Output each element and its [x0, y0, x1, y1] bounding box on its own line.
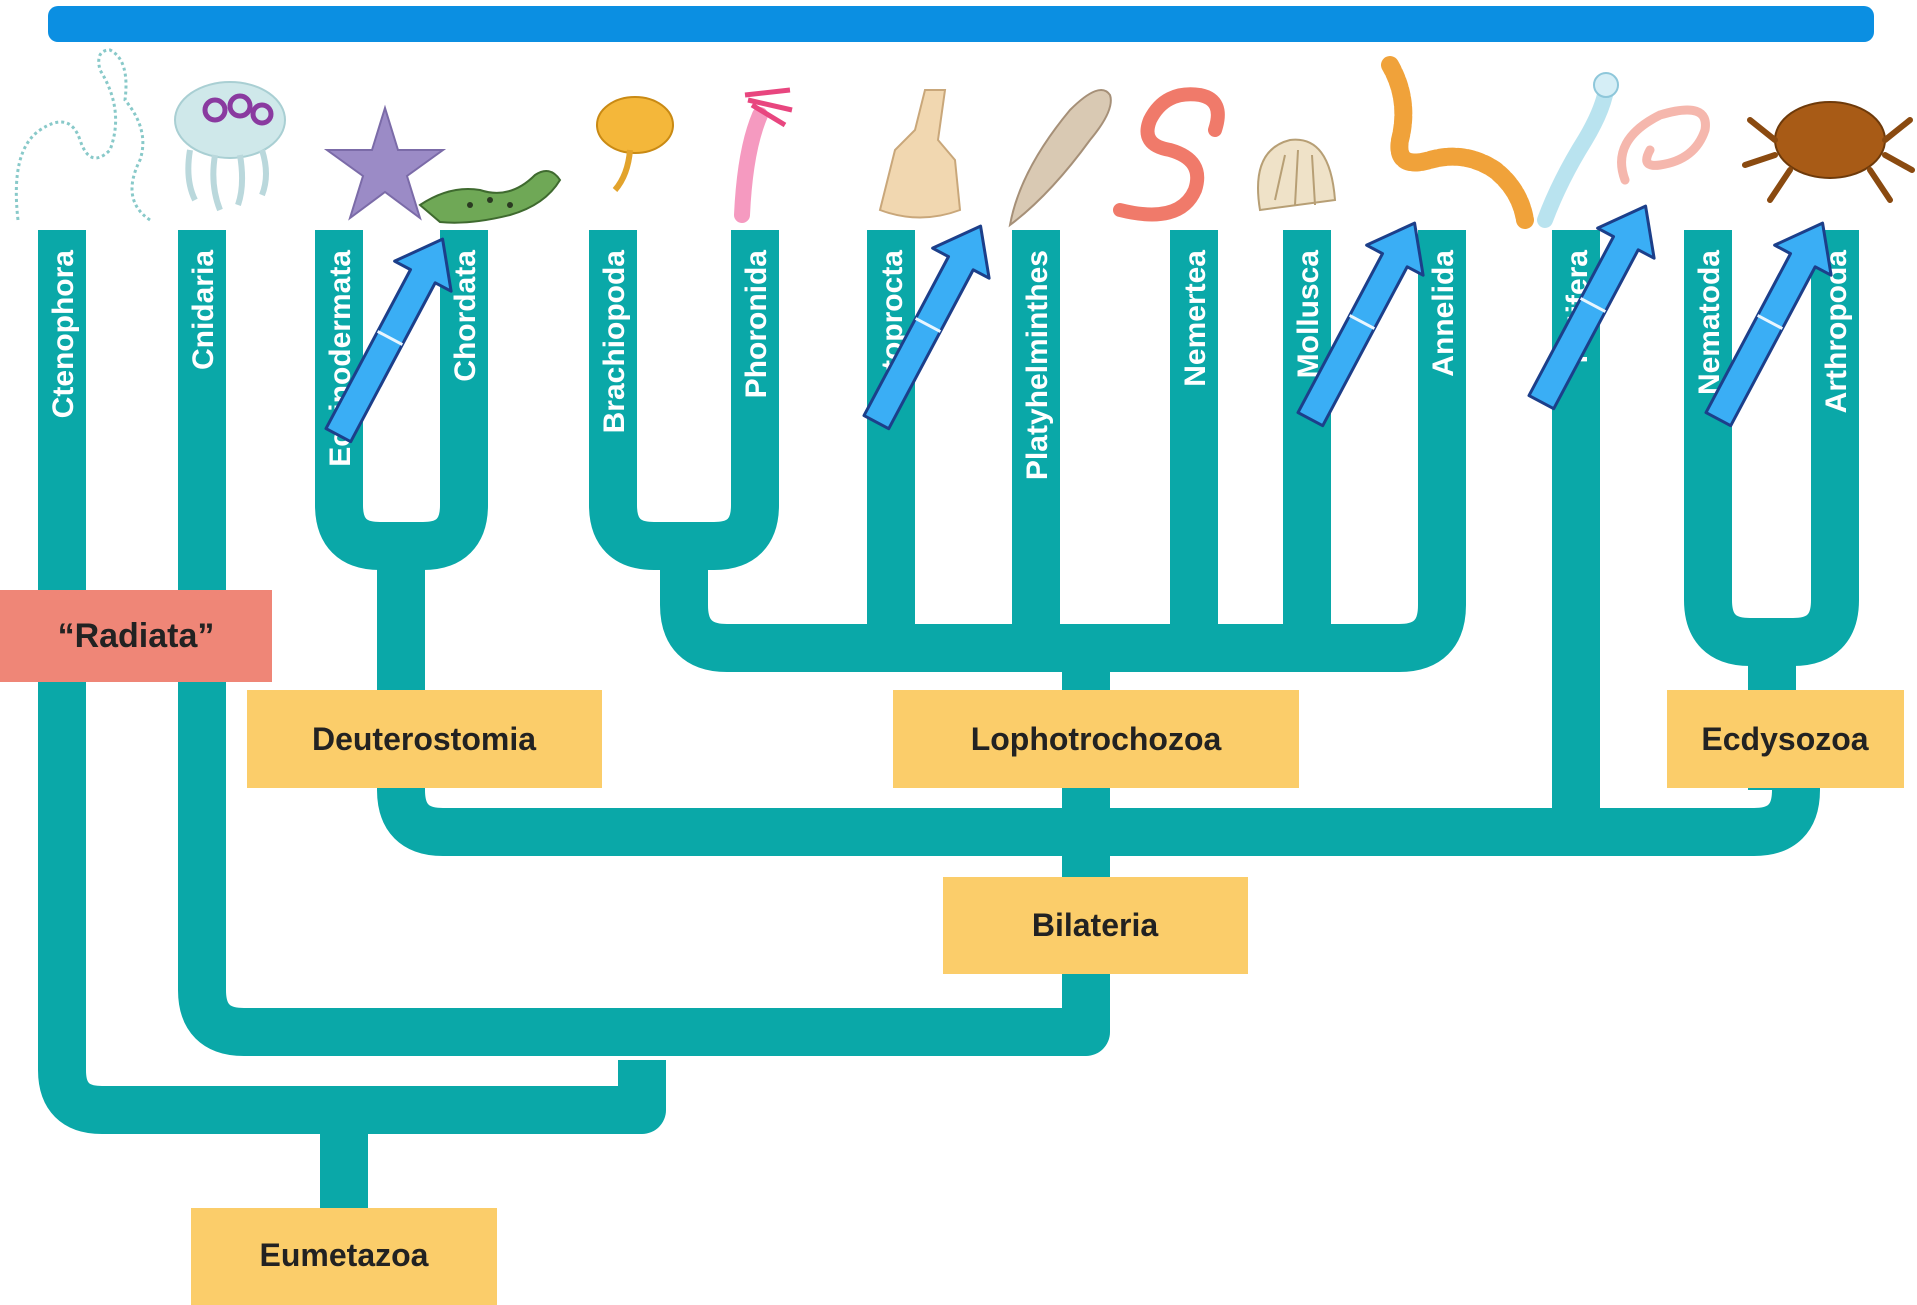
eumetazoa-box — [191, 1208, 497, 1305]
segmented-worm-icon — [1381, 56, 1534, 229]
taxon-label-platyhelminthes: Platyhelminthes — [1021, 250, 1054, 480]
eumetazoa-label: Eumetazoa — [260, 1237, 429, 1273]
bilateria-label: Bilateria — [1032, 907, 1158, 943]
taxon-label-ctenophora: Ctenophora — [47, 250, 80, 419]
branch-cnidaria — [178, 230, 1110, 1056]
up-right-arrow-icon — [1296, 221, 1425, 428]
taxon-label-arthropoda: Arthropoda — [1820, 250, 1853, 414]
lophotrochozoa-label: Lophotrochozoa — [971, 721, 1222, 757]
branch-ctenophora — [38, 230, 666, 1134]
phoronid-worm-icon — [734, 87, 793, 223]
ecdysozoa-box — [1667, 690, 1904, 788]
crab-icon — [1742, 101, 1915, 203]
radiata-box — [0, 590, 272, 682]
deuterostomia-label: Deuterostomia — [312, 721, 536, 757]
up-right-arrow-icon — [1704, 221, 1833, 428]
organism-icons — [14, 48, 1915, 229]
radiata-label: “Radiata” — [58, 617, 215, 655]
lophotrochozoa-box — [893, 690, 1299, 788]
lamp-shell-icon — [596, 96, 674, 192]
flatworm-icon — [1008, 89, 1112, 228]
salamander-icon — [418, 170, 562, 224]
rotifer-icon — [1537, 72, 1619, 228]
taxon-label-nemertea: Nemertea — [1179, 250, 1212, 387]
jellyfish-icon — [174, 81, 286, 212]
taxon-label-nematoda: Nematoda — [1693, 250, 1726, 395]
clade-labels: “Radiata” Deuterostomia Lophotrochozoa E… — [0, 590, 1904, 1305]
deuterostomia-box — [247, 690, 602, 788]
taxon-label-brachiopoda: Brachiopoda — [598, 250, 631, 434]
highlight-arrows — [324, 204, 1833, 444]
scallop-icon — [1257, 138, 1337, 212]
sea-star-icon — [323, 104, 447, 221]
up-right-arrow-icon — [324, 237, 453, 444]
bilateria-box — [943, 877, 1248, 974]
taxon-label-phoronida: Phoronida — [740, 250, 773, 399]
bryozoan-icon — [878, 89, 962, 219]
up-right-arrow-icon — [1527, 204, 1656, 411]
up-right-arrow-icon — [862, 224, 991, 431]
header-banner — [48, 6, 1874, 42]
comb-jelly-icon — [14, 48, 151, 222]
branch-brachiopoda-phoronida-fork — [589, 230, 779, 570]
taxon-label-chordata: Chordata — [449, 250, 482, 382]
roundworm-icon — [1617, 105, 1710, 185]
taxon-label-mollusca: Mollusca — [1292, 250, 1325, 379]
taxon-label-annelida: Annelida — [1427, 250, 1460, 377]
taxon-label-cnidaria: Cnidaria — [187, 250, 220, 370]
ribbon-worm-icon — [1113, 87, 1225, 222]
ecdysozoa-label: Ecdysozoa — [1701, 721, 1868, 757]
